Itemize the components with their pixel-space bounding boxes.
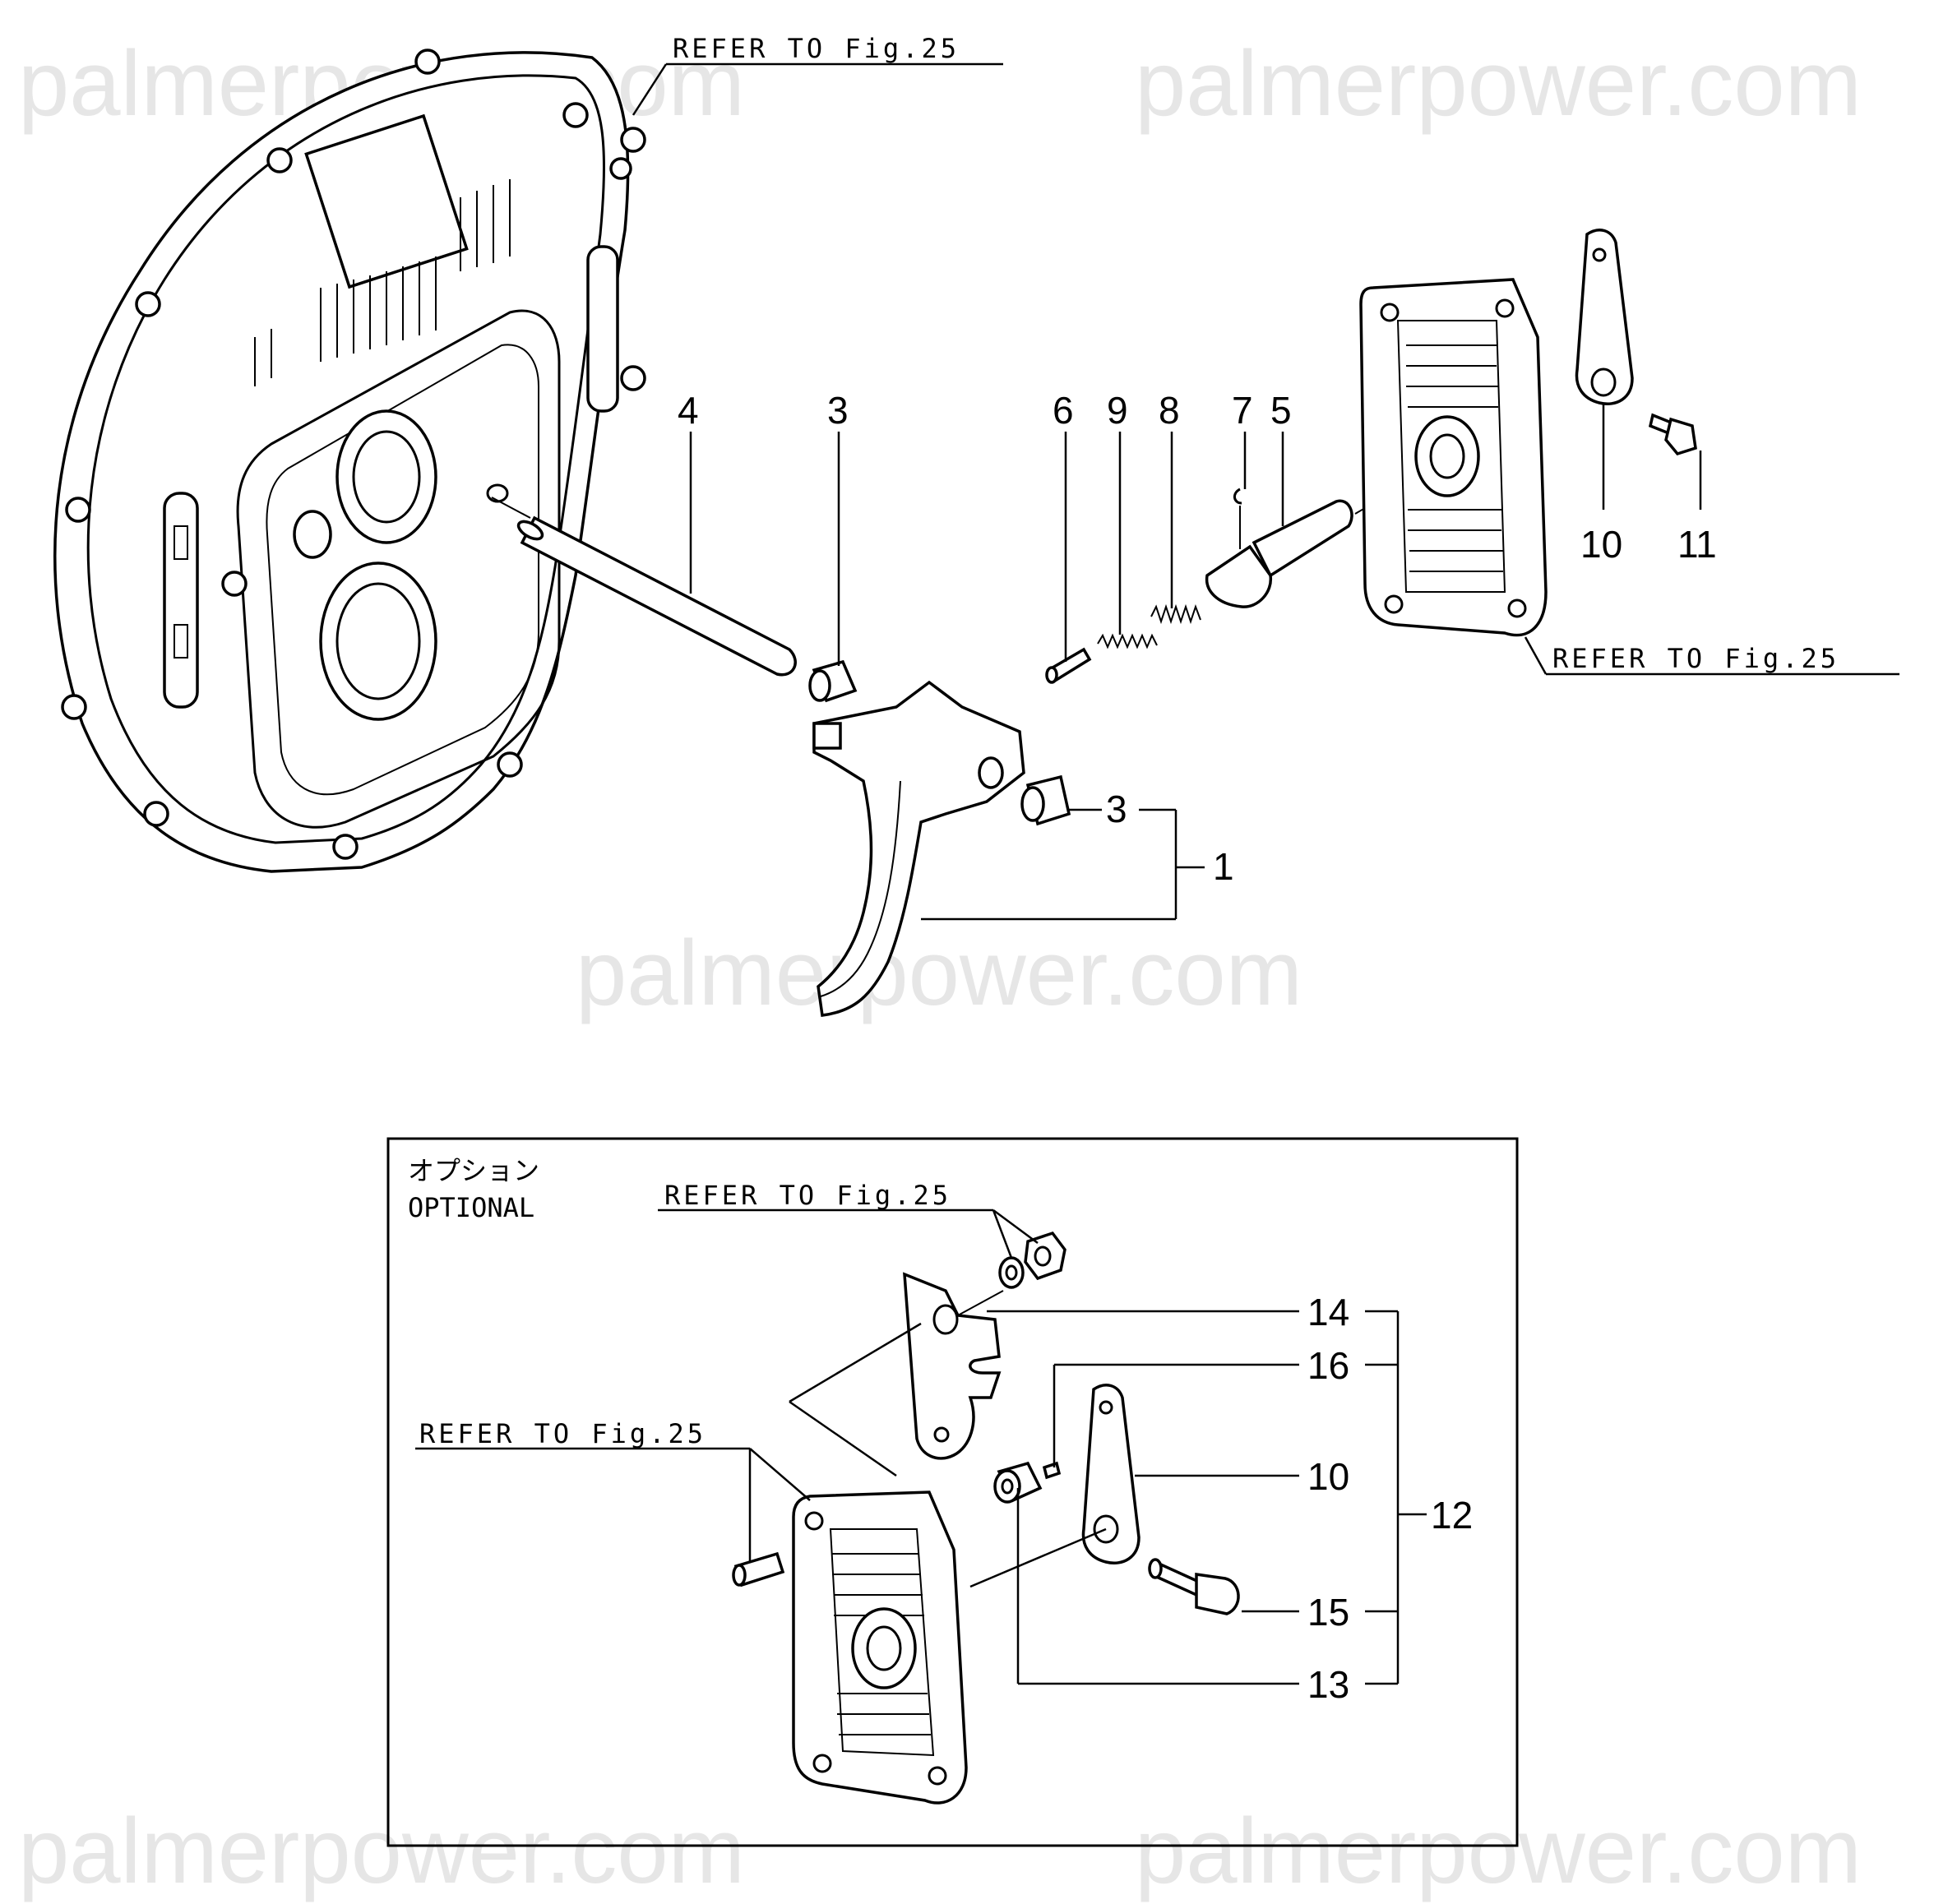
optional-leader-lines [415,1208,1427,1685]
callout-6: 6 [1053,389,1074,432]
set-screw [1042,1461,1062,1480]
watermark-top-right: palmerpower.com [1135,32,1862,135]
spring-8 [1150,603,1201,625]
bushing-lower [1020,774,1071,826]
callout-9: 9 [1107,389,1128,432]
callout-3-upper: 3 [827,389,849,432]
callout-10-optional: 10 [1307,1455,1349,1498]
shift-arm [1575,229,1634,405]
bracket-plate [903,1272,1004,1460]
reference-label-top: REFER TO Fig.25 [673,33,960,64]
optional-bolt [1148,1558,1240,1615]
watermark-middle: palmerpower.com [576,922,1302,1024]
optional-title-japanese: オプション [408,1155,539,1186]
shift-shaft [491,497,797,677]
callout-13: 13 [1307,1663,1349,1706]
watermark-bottom-right: palmerpower.com [1135,1800,1862,1902]
nut [1024,1231,1066,1281]
callout-1: 1 [1213,845,1234,888]
stud [732,1551,785,1587]
callout-11: 11 [1677,523,1717,566]
side-cover [1359,278,1548,637]
watermark-bottom-left: palmerpower.com [18,1800,745,1902]
spring-9 [1097,633,1158,649]
reference-label-optional-top: REFER TO Fig.25 [664,1180,951,1211]
callout-10: 10 [1580,523,1622,566]
callout-5: 5 [1270,389,1292,432]
callout-7: 7 [1232,389,1253,432]
callout-16: 16 [1307,1344,1349,1387]
reference-label-right: REFER TO Fig.25 [1552,643,1839,674]
bolt [1648,413,1697,456]
pin [1045,647,1092,684]
leader-lines [632,62,1899,921]
callout-15: 15 [1307,1591,1349,1634]
washer [998,1256,1025,1289]
reference-label-optional-left: REFER TO Fig.25 [419,1418,706,1449]
clip [1233,488,1242,505]
shift-fork [812,680,1025,1017]
callout-12: 12 [1431,1494,1473,1537]
callout-3-lower: 3 [1106,788,1127,830]
callout-14: 14 [1307,1291,1349,1333]
bushing-upper [808,659,858,703]
bushing-13 [993,1461,1043,1504]
optional-shift-arm [1081,1384,1141,1564]
callout-4: 4 [678,389,699,432]
optional-title-english: OPTIONAL [408,1192,534,1223]
optional-box: オプション OPTIONAL [386,1137,1519,1847]
callout-8: 8 [1159,389,1180,432]
flywheel-housing [53,49,646,873]
optional-side-cover [792,1490,968,1805]
